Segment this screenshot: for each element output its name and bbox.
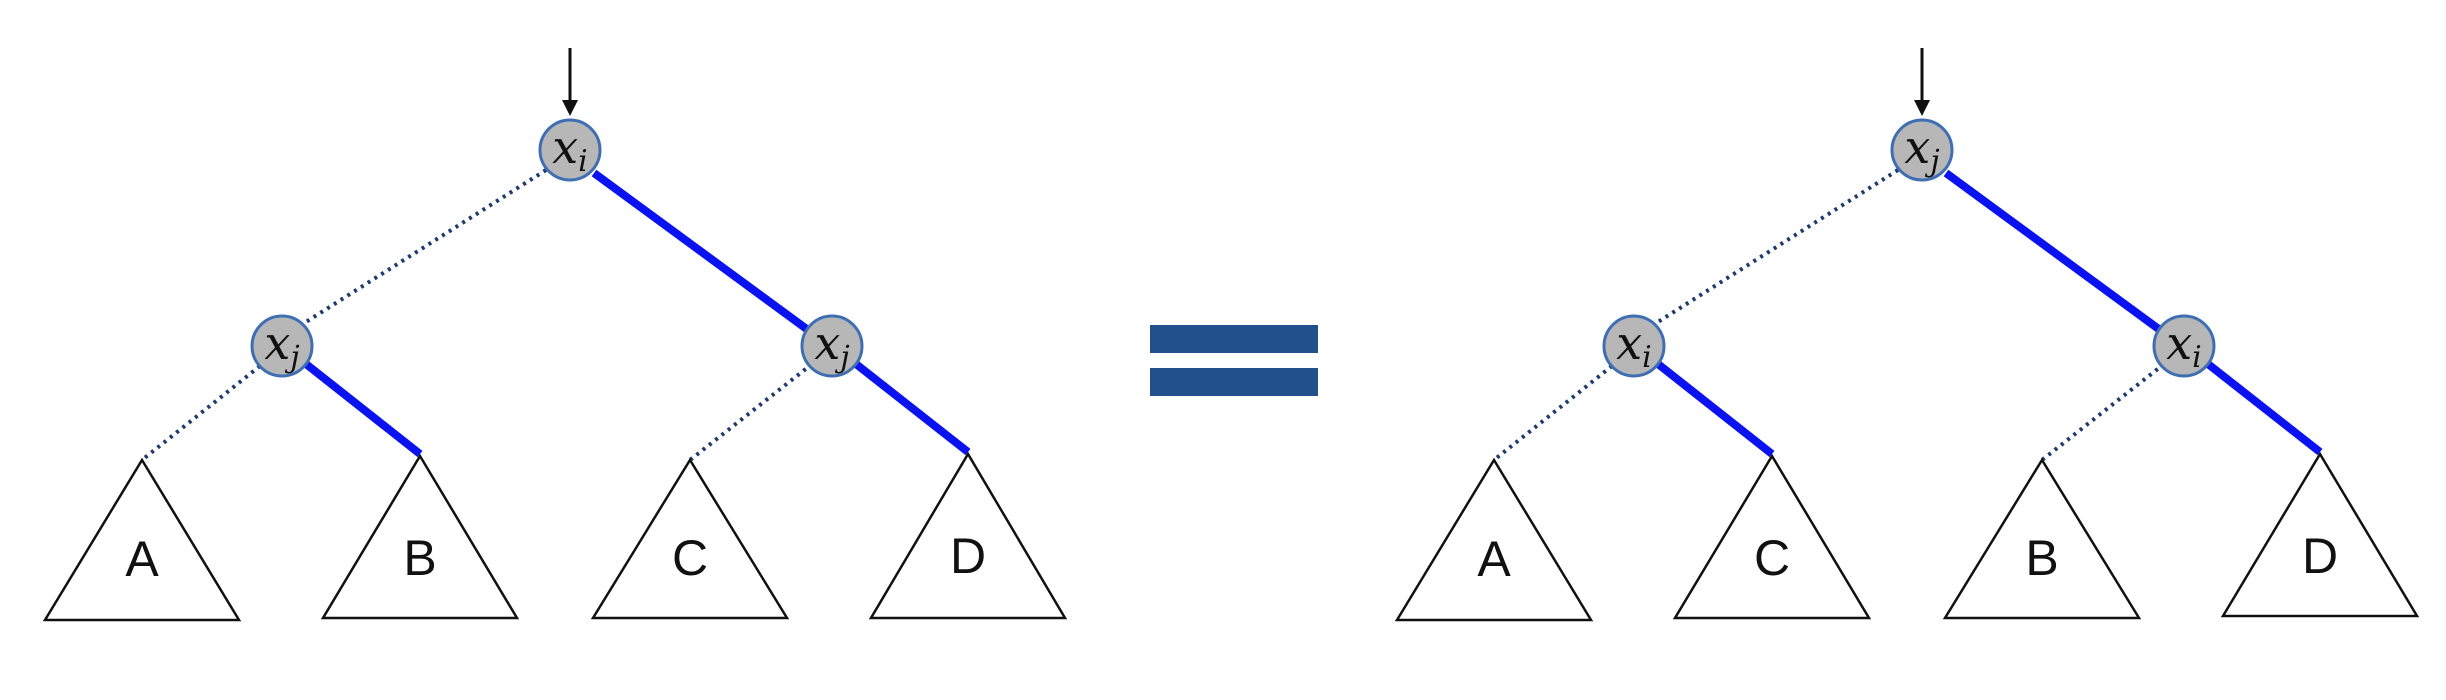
left-lchild-node: xj [250, 314, 314, 378]
right-root-right-edge [1943, 169, 2163, 334]
right-leaf-2: C [1672, 453, 1872, 620]
left-lchild-left-edge [140, 364, 262, 462]
left-leaf-1: A [42, 457, 242, 622]
svg-text:D: D [2302, 528, 2338, 584]
right-root-var: x [1904, 120, 1930, 174]
right-rchild-sub: i [2192, 340, 2202, 375]
left-lchild-var: x [264, 316, 290, 370]
right-lchild-var: x [1616, 316, 1642, 370]
right-lchild-right-edge [1655, 360, 1775, 458]
svg-text:xj: xj [264, 316, 299, 375]
right-lchild-sub: i [1642, 340, 1652, 375]
svg-text:xj: xj [1904, 120, 1939, 179]
left-root-node: xi [538, 118, 602, 182]
left-root-sub: i [578, 144, 588, 179]
svg-text:B: B [2025, 530, 2058, 586]
right-lchild-node: xi [1602, 314, 1666, 378]
svg-text:xj: xj [814, 316, 849, 375]
right-rchild-node: xi [2152, 314, 2216, 378]
left-leaf-4: D [868, 451, 1068, 620]
right-rchild-var: x [2166, 316, 2192, 370]
right-rchild-right-edge [2205, 360, 2323, 456]
right-root-left-edge [1648, 168, 1900, 329]
left-root-var: x [552, 120, 578, 174]
left-rchild-var: x [814, 316, 840, 370]
right-leaf-4: D [2220, 451, 2420, 618]
right-rchild-left-edge [2040, 362, 2166, 462]
svg-text:xi: xi [552, 120, 588, 179]
left-rchild-left-edge [688, 362, 814, 462]
svg-text:C: C [672, 530, 708, 586]
right-lchild-left-edge [1492, 364, 1614, 462]
right-tree: xj xi xi A C B [1394, 48, 2420, 622]
svg-text:A: A [125, 531, 159, 587]
equals-bottom-bar [1150, 368, 1318, 396]
svg-text:xi: xi [2166, 316, 2202, 375]
left-root-left-edge [296, 168, 548, 329]
left-rchild-right-edge [853, 360, 971, 456]
right-leaf-1: A [1394, 457, 1594, 622]
right-root-entry-arrow [1914, 48, 1930, 116]
svg-text:A: A [1477, 531, 1511, 587]
equals-sign [1150, 325, 1318, 396]
svg-text:B: B [403, 530, 436, 586]
svg-text:D: D [950, 528, 986, 584]
left-tree: xi xj xj A B C [42, 48, 1068, 622]
svg-text:xi: xi [1616, 316, 1652, 375]
left-leaf-2: B [320, 453, 520, 620]
right-leaf-3: B [1942, 457, 2142, 620]
equals-top-bar [1150, 325, 1318, 353]
left-leaf-3: C [590, 457, 790, 620]
svg-text:C: C [1754, 530, 1790, 586]
left-root-entry-arrow [562, 48, 578, 116]
left-root-right-edge [591, 169, 811, 334]
right-root-node: xj [1890, 118, 1954, 182]
left-rchild-node: xj [800, 314, 864, 378]
left-lchild-right-edge [303, 360, 423, 458]
